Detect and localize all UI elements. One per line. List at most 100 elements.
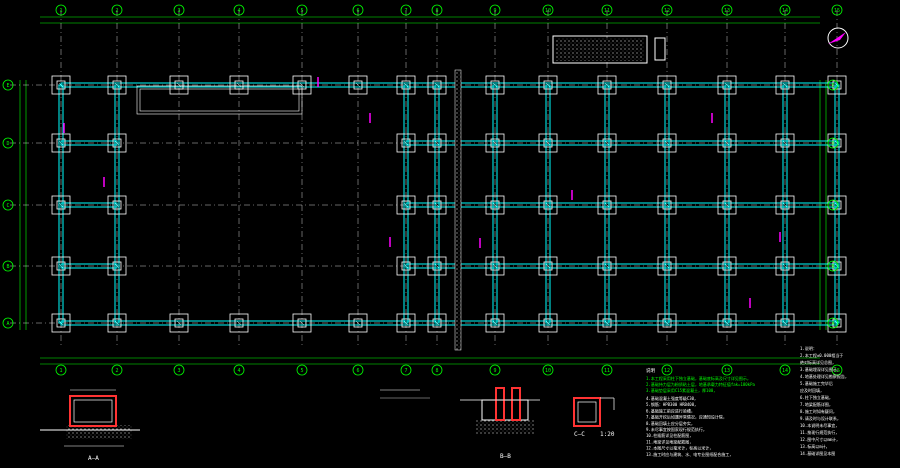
footing-outer bbox=[597, 75, 617, 95]
axis-bubble-col-9: 9 bbox=[489, 364, 501, 376]
footing-cross bbox=[299, 82, 305, 88]
axis-label: 8 bbox=[435, 368, 438, 374]
notes-title: 说明 bbox=[646, 367, 655, 374]
footing-cross bbox=[664, 82, 670, 88]
axis-bubble-row-right-D: D bbox=[827, 137, 839, 149]
note-white-line: 7.基础开挖后如遇异常情况，应通知设计院， bbox=[646, 414, 727, 420]
footing-cross bbox=[58, 263, 64, 269]
footing-column bbox=[832, 138, 842, 148]
axis-bubble-col-6: 6 bbox=[352, 364, 364, 376]
footing-column bbox=[112, 318, 122, 328]
footing-column bbox=[174, 318, 184, 328]
footing-3-4 bbox=[169, 313, 189, 333]
footing-column bbox=[543, 138, 553, 148]
footing-cross bbox=[834, 140, 840, 146]
footing-8-1 bbox=[427, 133, 447, 153]
footing-column bbox=[234, 80, 244, 90]
footing-cross bbox=[403, 202, 409, 208]
axis-label: 11 bbox=[604, 8, 610, 14]
section-a-beam bbox=[69, 395, 117, 427]
section-a-rebar bbox=[73, 399, 113, 423]
footing-column bbox=[662, 200, 672, 210]
axis-bubble-col-4: 4 bbox=[233, 4, 245, 16]
axis-label: C bbox=[6, 203, 9, 209]
footing-cross bbox=[545, 263, 551, 269]
footing-14-1 bbox=[775, 133, 795, 153]
footing-column bbox=[832, 80, 842, 90]
axis-bubble-col-8: 8 bbox=[431, 364, 443, 376]
footing-9-2 bbox=[485, 195, 505, 215]
footing-outer bbox=[292, 313, 312, 333]
footing-outer bbox=[51, 313, 71, 333]
footing-cross bbox=[434, 202, 440, 208]
footing-column bbox=[602, 318, 612, 328]
footing-5-4 bbox=[292, 313, 312, 333]
axis-bubble-col-11: 11 bbox=[601, 4, 613, 16]
footing-outer bbox=[485, 195, 505, 215]
footing-column bbox=[543, 261, 553, 271]
axis-label: 8 bbox=[435, 8, 438, 14]
note-white-line: 4.基础混凝土强度等级C30， bbox=[646, 395, 698, 401]
footing-column bbox=[832, 261, 842, 271]
footing-cross bbox=[58, 82, 64, 88]
footing-outer bbox=[51, 195, 71, 215]
axis-label: 1 bbox=[59, 368, 62, 374]
footing-outer bbox=[427, 133, 447, 153]
footing-column bbox=[490, 80, 500, 90]
note-right-line: 2.本工程±0.000相当于 bbox=[800, 352, 843, 358]
footing-2-2 bbox=[107, 195, 127, 215]
footing-column bbox=[780, 200, 790, 210]
footing-outer bbox=[107, 133, 127, 153]
footing-cross bbox=[724, 263, 730, 269]
note-white-line: 10.柱插筋详见柱配筋图， bbox=[646, 432, 693, 438]
axis-bubble-circle bbox=[55, 4, 67, 16]
axis-bubble-col-15: 15 bbox=[831, 364, 843, 376]
footing-column bbox=[112, 138, 122, 148]
footing-outer bbox=[597, 313, 617, 333]
footing-13-4 bbox=[717, 313, 737, 333]
note-right-line: 1.说明： bbox=[800, 345, 817, 351]
footing-outer bbox=[348, 313, 368, 333]
footing-outer bbox=[51, 133, 71, 153]
footing-cross bbox=[604, 82, 610, 88]
note-right-line: 7.地梁配筋详图， bbox=[800, 401, 833, 407]
axis-bubble-circle bbox=[489, 364, 501, 376]
axis-bubble-circle bbox=[400, 4, 412, 16]
footing-outer bbox=[657, 133, 677, 153]
footing-outer bbox=[657, 256, 677, 276]
footing-column bbox=[401, 200, 411, 210]
axis-bubble-col-14: 14 bbox=[779, 4, 791, 16]
footing-outer bbox=[485, 313, 505, 333]
footing-1-0 bbox=[51, 75, 71, 95]
axis-label: 15 bbox=[834, 8, 840, 14]
axis-label: 13 bbox=[724, 8, 730, 14]
footing-outer bbox=[396, 313, 416, 333]
axis-label: 6 bbox=[356, 368, 359, 374]
axis-bubble-col-14: 14 bbox=[779, 364, 791, 376]
footing-cross bbox=[664, 263, 670, 269]
axis-label: 10 bbox=[545, 368, 551, 374]
footing-cross bbox=[545, 140, 551, 146]
axis-label: 4 bbox=[237, 8, 240, 14]
footing-cross bbox=[355, 82, 361, 88]
footing-11-3 bbox=[597, 256, 617, 276]
axis-bubble-row-right-B: B bbox=[827, 260, 839, 272]
footing-14-4 bbox=[775, 313, 795, 333]
footing-outer bbox=[292, 75, 312, 95]
footing-column bbox=[780, 80, 790, 90]
note-white-line: 11.地梁详见地梁配筋图， bbox=[646, 438, 693, 444]
footing-7-3 bbox=[396, 256, 416, 276]
footing-column bbox=[490, 261, 500, 271]
axis-bubble-circle bbox=[296, 364, 308, 376]
axis-label: 12 bbox=[664, 8, 670, 14]
axis-bubble-circle bbox=[661, 364, 673, 376]
footing-9-0 bbox=[485, 75, 505, 95]
axis-label: C bbox=[831, 203, 834, 209]
footing-6-4 bbox=[348, 313, 368, 333]
footing-cross bbox=[58, 140, 64, 146]
footing-13-0 bbox=[717, 75, 737, 95]
right-notes: 1.说明：2.本工程±0.000相当于 绝对标高详见总图，3.基础埋深详见图示，… bbox=[800, 345, 849, 456]
general-notes: 说明 1.本工程采用柱下独立基础，基础底标高及尺寸详见图示，2.基础持力层为粉质… bbox=[646, 367, 755, 457]
footing-cross bbox=[403, 320, 409, 326]
footing-column bbox=[832, 318, 842, 328]
